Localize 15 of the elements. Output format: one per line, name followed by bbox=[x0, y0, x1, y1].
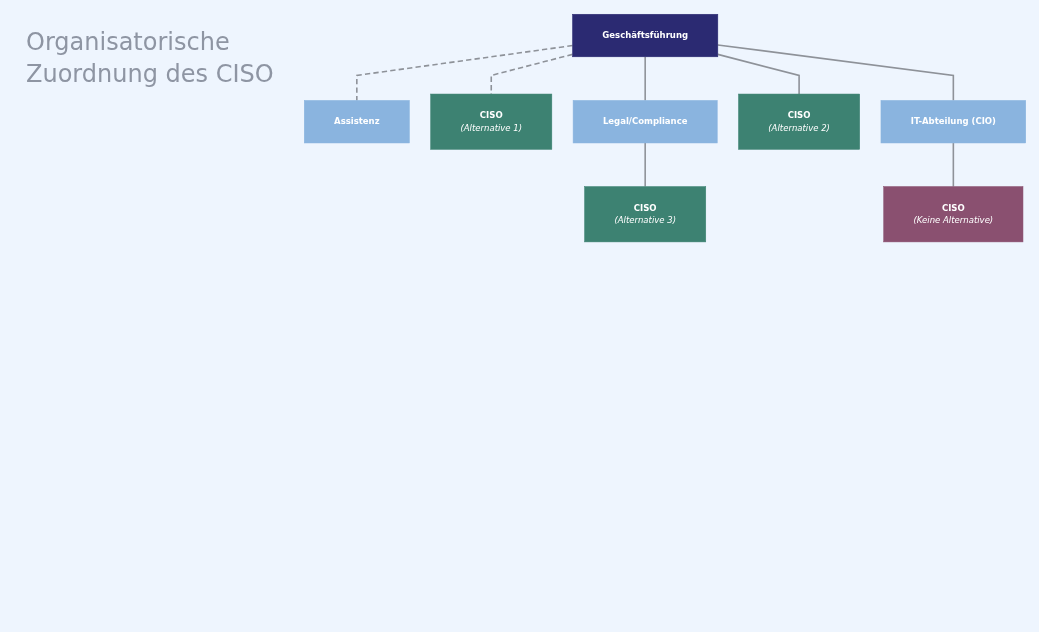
node-box: CISO (Alternative 3) bbox=[584, 186, 707, 243]
connector bbox=[717, 44, 955, 102]
node-box: Legal/Compliance bbox=[572, 100, 718, 144]
connector bbox=[717, 53, 800, 95]
node-box: Assistenz bbox=[304, 100, 410, 144]
node-box: Geschäftsführung bbox=[572, 14, 719, 58]
connector bbox=[644, 56, 646, 102]
connector bbox=[356, 44, 574, 102]
diagram-title: Organisatorische Zuordnung des CISO bbox=[26, 27, 275, 90]
node-box: CISO (Alternative 1) bbox=[430, 93, 553, 150]
connector bbox=[644, 142, 646, 188]
connector bbox=[952, 142, 955, 188]
node-box: CISO (Alternative 2) bbox=[738, 93, 860, 150]
node-box: IT-Abteilung (CIO) bbox=[880, 100, 1026, 144]
node-box: CISO (Keine Alternative) bbox=[883, 186, 1024, 243]
